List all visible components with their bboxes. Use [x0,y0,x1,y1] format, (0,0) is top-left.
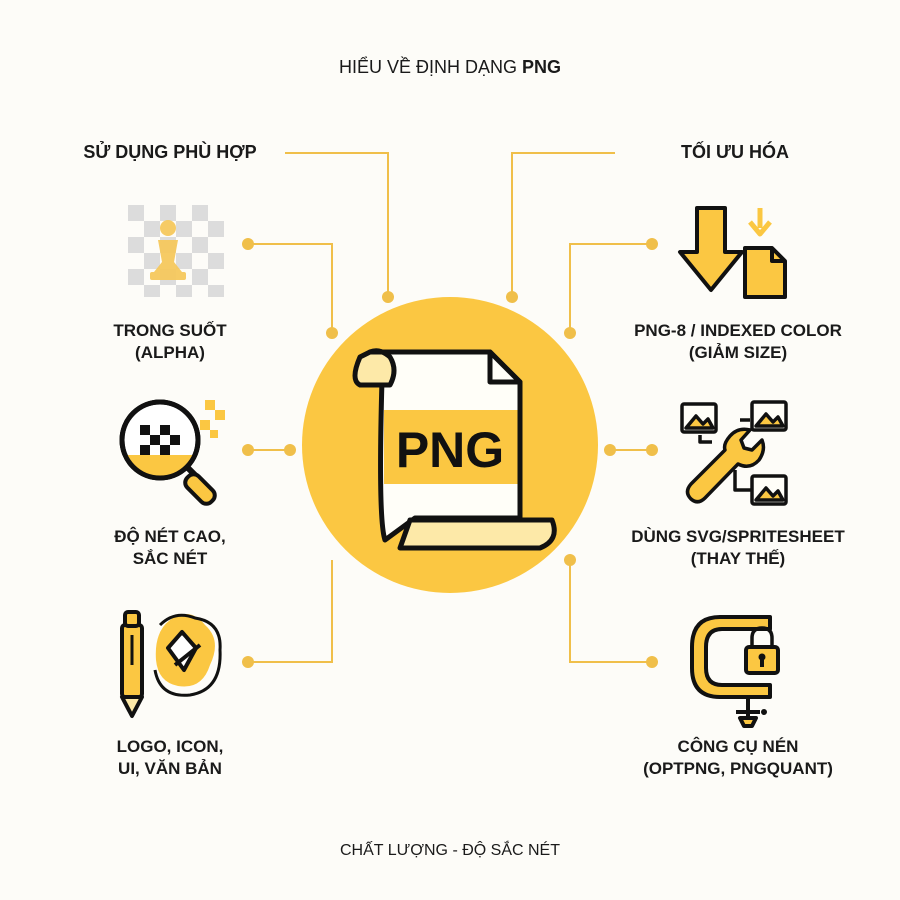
page-title: Hiểu về định dạng PNG [0,56,900,79]
footer-text: Chất lượng - Độ sắc nét [340,842,560,859]
magnifier-pixels-icon [119,399,225,506]
connector-right-1 [569,243,652,333]
connector-right-3 [569,560,652,663]
pen-logo-icon [120,610,222,718]
center-label: PNG [395,422,505,478]
left-heading: Sử dụng phù hợp [83,142,257,162]
page-title-prefix: Hiểu về định dạng [338,57,517,77]
connector-right-heading [511,152,615,297]
page-title-strong: PNG [522,57,562,77]
clamp-lock-icon [690,615,780,728]
connector-left-3 [248,560,333,663]
transparency-checker-icon [128,205,224,297]
download-file-icon [678,206,787,299]
connector-left-1 [248,243,333,333]
left-item-label: Độ nét cao, sắc nét [114,527,226,569]
right-heading: Tối ưu hóa [681,142,789,162]
right-item-label: Công cụ nén (OptPNG, PNGQuant) [643,737,833,779]
right-item-label: PNG-8 / Indexed Color (Giảm size) [634,321,842,363]
left-item-label: Logo, icon, UI, văn bản [116,737,224,779]
right-item-label: Dùng SVG/Spritesheet (Thay thế) [631,527,845,569]
connector-left-heading [285,152,389,297]
wrench-images-icon [680,400,788,506]
png-scroll-icon [352,348,557,551]
connector-dots [242,238,658,668]
left-item-label: Trong suốt (Alpha) [113,321,227,363]
connectors [248,152,652,663]
